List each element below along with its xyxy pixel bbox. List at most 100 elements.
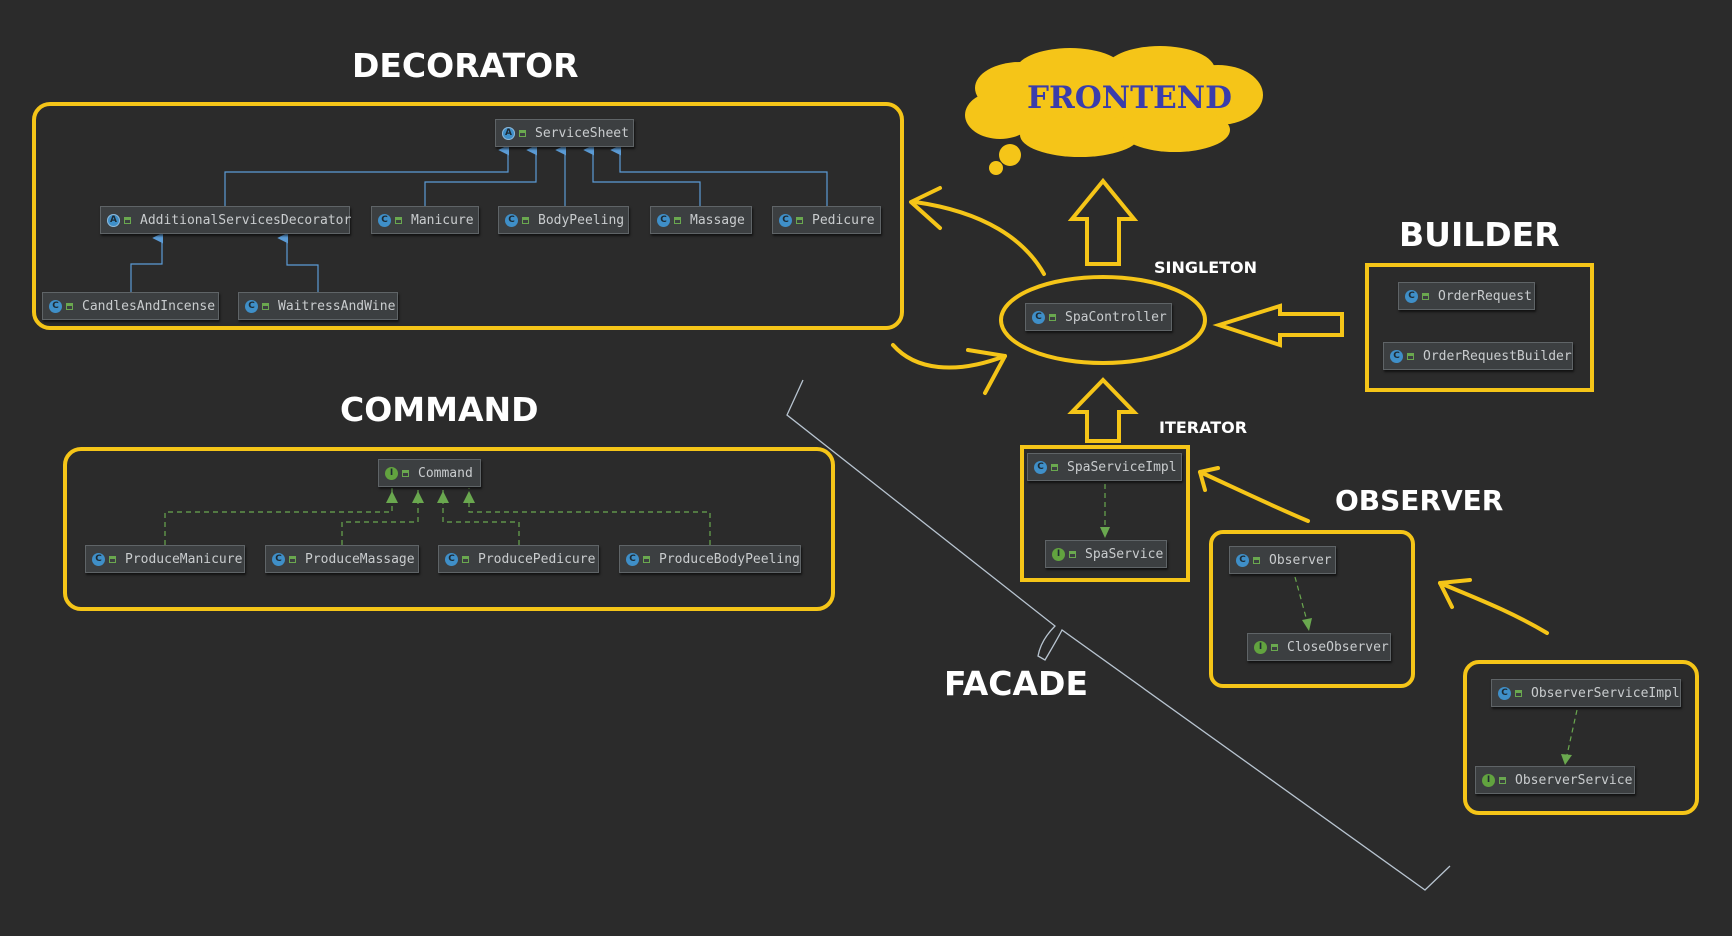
class-order-request[interactable]: C OrderRequest <box>1398 282 1535 310</box>
interface-command[interactable]: I Command <box>378 459 481 487</box>
class-order-request-builder[interactable]: C OrderRequestBuilder <box>1383 342 1573 370</box>
class-waitress-and-wine[interactable]: C WaitressAndWine <box>238 292 398 320</box>
singleton-ellipse <box>999 275 1207 365</box>
builder-title: BUILDER <box>1399 215 1560 254</box>
class-produce-massage[interactable]: C ProduceMassage <box>265 545 419 573</box>
decorator-group-box <box>32 102 904 330</box>
class-icon: C <box>92 552 105 566</box>
lock-icon <box>796 216 803 224</box>
class-icon: C <box>378 213 391 227</box>
lock-icon <box>395 216 402 224</box>
class-spa-controller[interactable]: C SpaController <box>1025 303 1172 331</box>
class-produce-body-peeling[interactable]: C ProduceBodyPeeling <box>619 545 801 573</box>
class-name: ProduceManicure <box>125 551 243 567</box>
observer-title: OBSERVER <box>1335 484 1504 517</box>
class-name: ObserverService <box>1515 772 1633 788</box>
class-service-sheet[interactable]: A ServiceSheet <box>495 119 634 147</box>
interface-spa-service[interactable]: I SpaService <box>1045 540 1167 568</box>
class-name: Command <box>418 465 473 481</box>
iterator-group-box <box>1020 445 1190 582</box>
class-produce-pedicure[interactable]: C ProducePedicure <box>438 545 599 573</box>
interface-icon: I <box>1482 773 1495 787</box>
lock-icon <box>462 555 469 563</box>
class-candles-and-incense[interactable]: C CandlesAndIncense <box>42 292 219 320</box>
class-name: ObserverServiceImpl <box>1531 685 1680 701</box>
class-name: CandlesAndIncense <box>82 298 216 314</box>
lock-icon <box>124 216 131 224</box>
builder-group-box <box>1365 263 1594 392</box>
lock-icon <box>1422 292 1429 300</box>
class-name: ProduceBodyPeeling <box>659 551 800 567</box>
class-massage[interactable]: C Massage <box>650 206 752 234</box>
hand-drawn-arrows <box>891 186 1549 635</box>
class-name: Manicure <box>411 212 474 228</box>
class-name: Observer <box>1269 552 1332 568</box>
class-name: ServiceSheet <box>535 125 629 141</box>
class-name: CloseObserver <box>1287 639 1389 655</box>
class-manicure[interactable]: C Manicure <box>371 206 479 234</box>
singleton-title: SINGLETON <box>1154 258 1258 277</box>
class-produce-manicure[interactable]: C ProduceManicure <box>85 545 245 573</box>
class-name: BodyPeeling <box>538 212 625 228</box>
class-pedicure[interactable]: C Pedicure <box>772 206 881 234</box>
frontend-cloud <box>965 46 1263 175</box>
interface-icon: I <box>385 466 398 480</box>
observer-group-box <box>1209 530 1415 688</box>
class-icon: C <box>505 213 518 227</box>
lock-icon <box>1049 313 1056 321</box>
interface-icon: I <box>1052 547 1065 561</box>
implementation-edges <box>1104 484 1578 756</box>
class-icon: C <box>1498 686 1511 700</box>
iterator-title: ITERATOR <box>1159 418 1248 437</box>
class-body-peeling[interactable]: C BodyPeeling <box>498 206 629 234</box>
lock-icon <box>1271 643 1278 651</box>
class-name: Pedicure <box>812 212 875 228</box>
class-icon: C <box>445 552 458 566</box>
interface-close-observer[interactable]: I CloseObserver <box>1247 633 1391 661</box>
class-observer-service-impl[interactable]: C ObserverServiceImpl <box>1491 679 1681 707</box>
interface-observer-service[interactable]: I ObserverService <box>1475 766 1635 794</box>
facade-bracket <box>786 379 1451 891</box>
class-icon: C <box>779 213 792 227</box>
class-icon: C <box>1034 460 1047 474</box>
class-icon: C <box>1405 289 1418 303</box>
class-spa-service-impl[interactable]: C SpaServiceImpl <box>1027 453 1182 481</box>
class-name: Massage <box>690 212 745 228</box>
class-icon: C <box>1032 310 1045 324</box>
class-name: SpaController <box>1065 309 1167 325</box>
command-arrowheads <box>386 491 475 503</box>
lock-icon <box>643 555 650 563</box>
lock-icon <box>1051 463 1058 471</box>
command-group-box <box>63 447 835 611</box>
class-icon: C <box>1236 553 1249 567</box>
class-observer[interactable]: C Observer <box>1229 546 1336 574</box>
observer-service-group-box <box>1463 660 1699 815</box>
lock-icon <box>1515 689 1522 697</box>
command-edges <box>164 488 711 545</box>
class-icon: C <box>626 552 639 566</box>
class-name: ProduceMassage <box>305 551 415 567</box>
command-title: COMMAND <box>340 390 539 429</box>
lock-icon <box>289 555 296 563</box>
class-name: SpaService <box>1085 546 1164 562</box>
class-name: ProducePedicure <box>478 551 596 567</box>
class-name: SpaServiceImpl <box>1067 459 1177 475</box>
decorator-edges <box>130 144 828 292</box>
lock-icon <box>262 302 269 310</box>
class-name: WaitressAndWine <box>278 298 396 314</box>
class-icon: C <box>49 299 62 313</box>
interface-icon: I <box>1254 640 1267 654</box>
facade-title: FACADE <box>944 664 1088 703</box>
class-additional-services-decorator[interactable]: A AdditionalServicesDecorator <box>100 206 352 234</box>
abstract-class-icon: A <box>107 213 120 227</box>
lock-icon <box>522 216 529 224</box>
lock-icon <box>1069 550 1076 558</box>
class-icon: C <box>245 299 258 313</box>
decorator-title: DECORATOR <box>352 46 579 85</box>
class-name: AdditionalServicesDecorator <box>140 212 352 228</box>
lock-icon <box>1253 556 1260 564</box>
lock-icon <box>66 302 73 310</box>
abstract-class-icon: A <box>502 126 515 140</box>
class-name: OrderRequestBuilder <box>1423 348 1572 364</box>
